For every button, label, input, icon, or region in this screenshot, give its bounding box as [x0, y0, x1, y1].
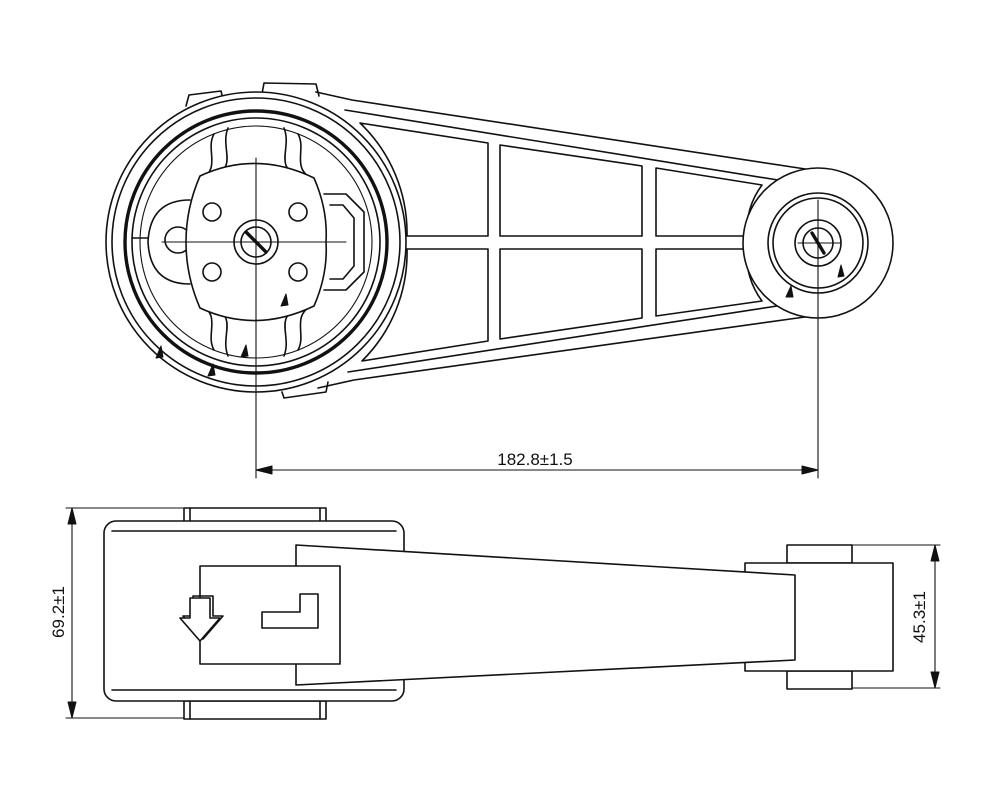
center-distance-label: 182.8±1.5 — [497, 450, 573, 469]
marking-plate-box — [199, 565, 341, 665]
small-bushing — [742, 167, 894, 479]
top-flange — [183, 507, 327, 523]
bolt-hole-top-right — [288, 202, 308, 222]
dimension-arrow-right — [801, 465, 819, 475]
tick-mark-2 — [207, 363, 216, 377]
overall-height-dimension: 69.2±1 — [49, 507, 185, 719]
tick-mark-3 — [240, 344, 249, 358]
small-bottom-washer — [786, 670, 853, 690]
end-dimension-arrow-top — [930, 544, 940, 562]
bolt-hole-bottom-right — [288, 262, 308, 282]
dimension-arrow-top — [67, 507, 77, 525]
arm-outer-top-edge — [315, 91, 813, 171]
tick-mark-1 — [155, 345, 164, 359]
top-view: 182.8±1.5 — [105, 82, 894, 479]
rubber-tab-right-inner — [329, 204, 355, 280]
lattice-cell-top-left — [359, 122, 489, 237]
bottom-flange — [183, 700, 327, 720]
housing-tab-right — [261, 82, 320, 97]
arm-inner-bottom-edge — [347, 303, 791, 373]
rubber-tab-right — [323, 193, 365, 291]
small-tick-mark-2 — [785, 285, 794, 298]
lattice-cell-top-middle — [499, 144, 643, 237]
bolt-hole-top-left — [202, 202, 222, 222]
end-height-label: 45.3±1 — [910, 591, 929, 643]
arm-side-profile — [295, 544, 796, 686]
marking-plate — [179, 565, 341, 665]
lattice-cell-bottom-middle — [499, 248, 643, 340]
lattice-cell-bottom-left — [361, 248, 489, 362]
l-mark-icon — [261, 593, 319, 629]
tick-mark-4 — [280, 293, 289, 307]
side-view: 69.2±1 45.3±1 — [49, 507, 941, 720]
overall-height-label: 69.2±1 — [49, 586, 68, 638]
dimension-arrow-left — [255, 465, 273, 475]
end-height-dimension: 45.3±1 — [851, 544, 941, 689]
arm-inner-top-edge — [344, 109, 791, 183]
bolt-hole-bottom-left — [202, 262, 222, 282]
large-bushing — [105, 82, 407, 479]
center-distance-dimension: 182.8±1.5 — [255, 450, 819, 475]
dimension-arrow-bottom — [67, 701, 77, 719]
small-tick-mark-1 — [837, 264, 845, 278]
end-dimension-arrow-bottom — [930, 671, 940, 689]
arm-outer-bottom-edge — [317, 315, 813, 389]
rubber-ear-left — [147, 199, 191, 285]
direction-arrow-icon — [179, 597, 221, 642]
small-top-washer — [786, 544, 853, 564]
torque-arm — [315, 91, 813, 389]
housing-tab-bottom — [281, 381, 329, 399]
